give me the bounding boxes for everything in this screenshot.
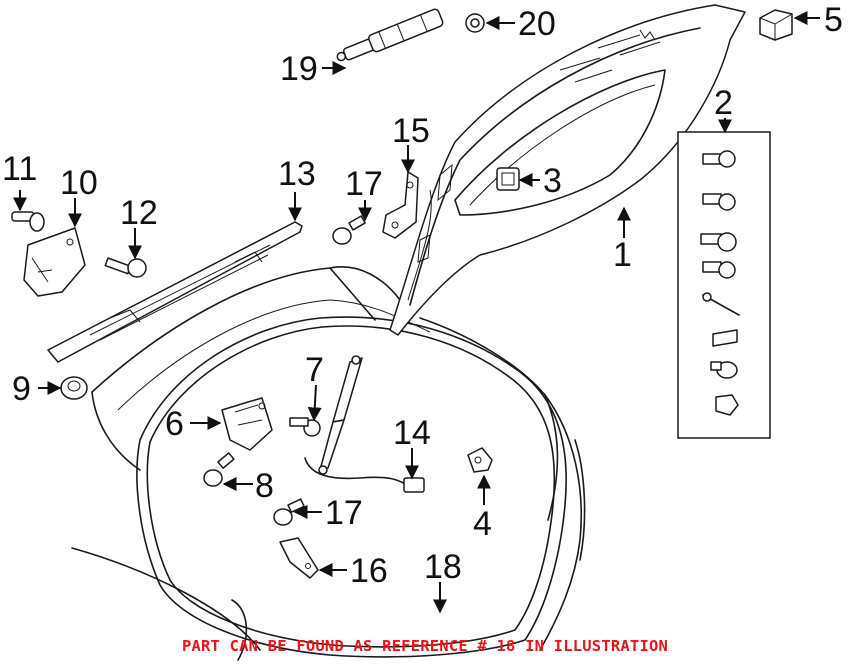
latch-part: [467, 447, 493, 473]
footer-note: PART CAN BE FOUND AS REFERENCE # 18 IN I…: [181, 637, 669, 655]
callout-labels: 1 2 3 4 5 6 7 8 9 10 11 12 13 14 15 16 1…: [2, 1, 843, 590]
callout-1: 1: [613, 236, 632, 274]
screw-part-12: [104, 257, 147, 278]
bolt-part-8: [203, 452, 235, 487]
bolt-part-7: [289, 417, 321, 437]
callout-arrows: [13, 11, 820, 614]
callout-11: 11: [2, 150, 37, 188]
hinge-part: [221, 397, 273, 451]
clip-part: [496, 167, 520, 191]
screw-part-11: [11, 211, 45, 232]
trim-panel-part: [47, 221, 303, 363]
bracket-part: [382, 171, 419, 239]
callout-7: 7: [305, 351, 324, 389]
weatherstrip-seal: [136, 316, 567, 658]
callout-5: 5: [824, 1, 843, 39]
lift-support-upper: [336, 8, 444, 62]
callout-15: 15: [392, 112, 430, 150]
lift-support-lower: [318, 355, 363, 475]
trunk-lid: [389, 4, 746, 336]
trunk-body-outline: [71, 266, 586, 661]
callout-20: 20: [518, 5, 556, 43]
grommet-part: [60, 376, 88, 400]
hinge-cover-part: [23, 227, 86, 297]
callout-6: 6: [165, 405, 184, 443]
bolt-part-upper: [332, 215, 366, 245]
callout-17-lower: 17: [325, 494, 363, 532]
bracket-part-16: [279, 537, 319, 579]
callout-9: 9: [12, 370, 31, 408]
callout-19: 19: [280, 50, 318, 88]
callout-17-upper: 17: [345, 165, 383, 203]
callout-13: 13: [278, 155, 316, 193]
callout-16: 16: [350, 552, 388, 590]
callout-4: 4: [473, 505, 492, 543]
callout-8: 8: [255, 467, 274, 505]
bumper-stop-part: [759, 9, 793, 41]
hardware-kit-box: [677, 131, 771, 439]
callout-12: 12: [120, 194, 158, 232]
callout-10: 10: [60, 164, 98, 202]
callout-14: 14: [393, 414, 431, 452]
callout-18: 18: [424, 548, 462, 586]
callout-2: 2: [714, 84, 733, 122]
callout-3: 3: [543, 162, 562, 200]
nut-part: [465, 13, 485, 33]
